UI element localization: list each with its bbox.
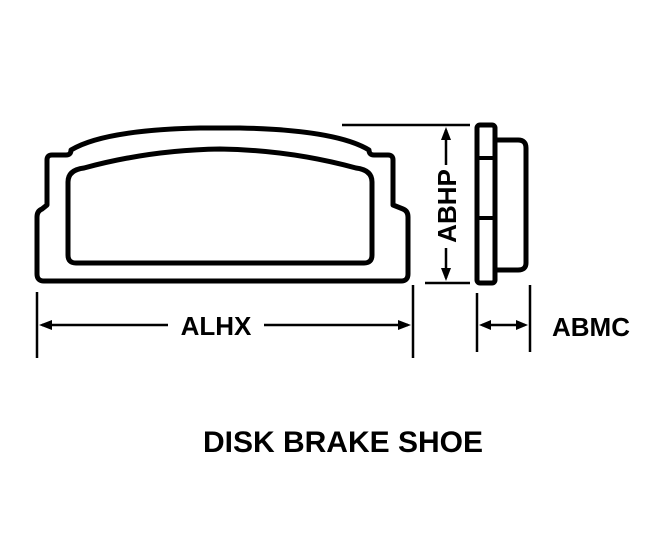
shoe-backing-plate-outline [34,125,411,284]
shoe-side-friction-pad [495,137,529,273]
abhp-label: ABHP [432,169,462,243]
abmc-arrowhead-left [479,320,491,330]
dimension-alhx: ALHX [35,285,415,358]
abmc-arrowhead-right [516,320,528,330]
abhp-arrowhead-top [441,127,451,140]
alhx-arrowhead-left [39,320,52,330]
dimension-abmc: ABMC [475,285,630,352]
shoe-friction-pad-outline [65,146,375,266]
shoe-side-backing-plate [474,122,498,286]
alhx-arrowhead-right [398,320,411,330]
diagram-caption: DISK BRAKE SHOE [203,426,483,459]
abhp-arrowhead-bottom [441,268,451,281]
dimension-abhp: ABHP [342,123,470,285]
alhx-label: ALHX [181,311,252,341]
abmc-label: ABMC [552,312,630,342]
